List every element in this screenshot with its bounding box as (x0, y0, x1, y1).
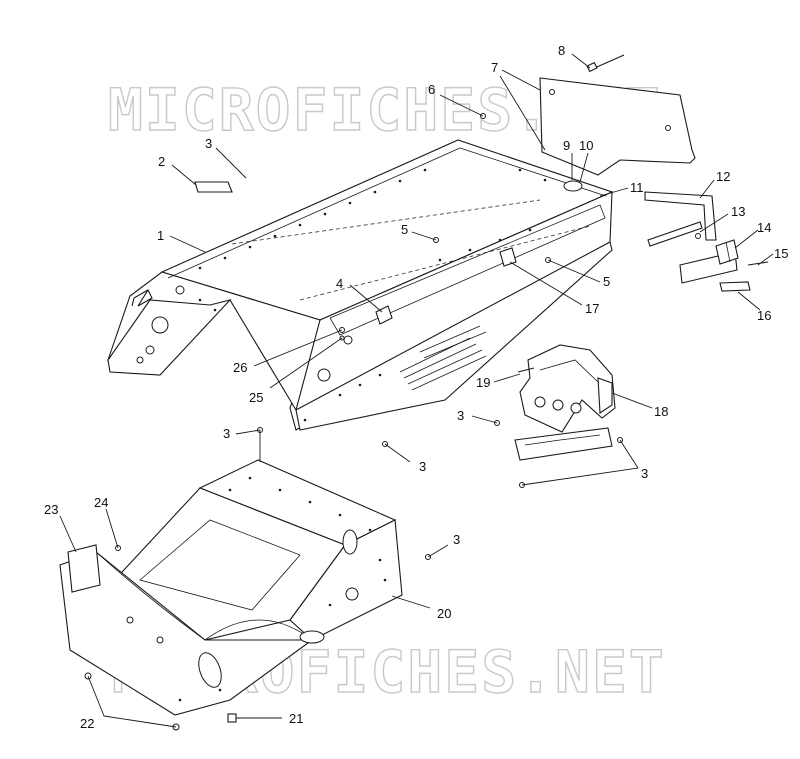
callout-4: 4 (336, 276, 343, 291)
callout-8: 8 (558, 43, 565, 58)
screw-15 (747, 261, 769, 266)
callout-3-bulkhead-side: 3 (453, 532, 460, 547)
callout-5-top: 5 (401, 222, 408, 237)
callout-3-decal: 3 (205, 136, 212, 151)
bumper-bar (644, 191, 717, 241)
callout-16: 16 (757, 308, 771, 323)
callout-18: 18 (654, 404, 668, 419)
callout-13: 13 (731, 204, 745, 219)
rivet-pattern (198, 168, 547, 422)
callout-23: 23 (44, 502, 58, 517)
callout-11: 11 (630, 180, 644, 195)
vent-slots (399, 325, 487, 391)
callout-6: 6 (428, 82, 435, 97)
callout-3-bracket: 3 (457, 408, 464, 423)
callout-3-tunnel-bottom: 3 (419, 459, 426, 474)
callout-19: 19 (476, 375, 490, 390)
strip-11 (647, 221, 703, 247)
callout-9: 9 (563, 138, 570, 153)
callout-22: 22 (80, 716, 94, 731)
callout-7: 7 (491, 60, 498, 75)
grab-handle (679, 239, 739, 284)
callout-5-side: 5 (603, 274, 610, 289)
callout-14: 14 (757, 220, 771, 235)
callout-15: 15 (774, 246, 788, 261)
callout-24: 24 (94, 495, 108, 510)
callout-20: 20 (437, 606, 451, 621)
callout-17: 17 (585, 301, 599, 316)
callout-12: 12 (716, 169, 730, 184)
rear-bracket (519, 344, 616, 433)
callout-3-bulkhead-top: 3 (223, 426, 230, 441)
callout-labels: 1 2 3 4 5 5 6 7 8 9 10 11 12 13 14 15 16… (44, 43, 788, 731)
stud-19 (517, 367, 535, 373)
callout-21: 21 (289, 711, 303, 726)
leader-lines (59, 53, 774, 728)
callout-25: 25 (249, 390, 263, 405)
screw-8 (586, 54, 625, 73)
callout-3-lower-right: 3 (641, 466, 648, 481)
label-16 (719, 281, 751, 292)
callout-1: 1 (157, 228, 164, 243)
bulkhead-assembly (59, 459, 403, 716)
mount-bracket (514, 427, 613, 461)
decal-2 (194, 181, 233, 193)
callout-2: 2 (158, 154, 165, 169)
callout-10: 10 (579, 138, 593, 153)
callout-26: 26 (233, 360, 247, 375)
snow-flap (539, 77, 696, 176)
tunnel-assembly (107, 139, 614, 431)
